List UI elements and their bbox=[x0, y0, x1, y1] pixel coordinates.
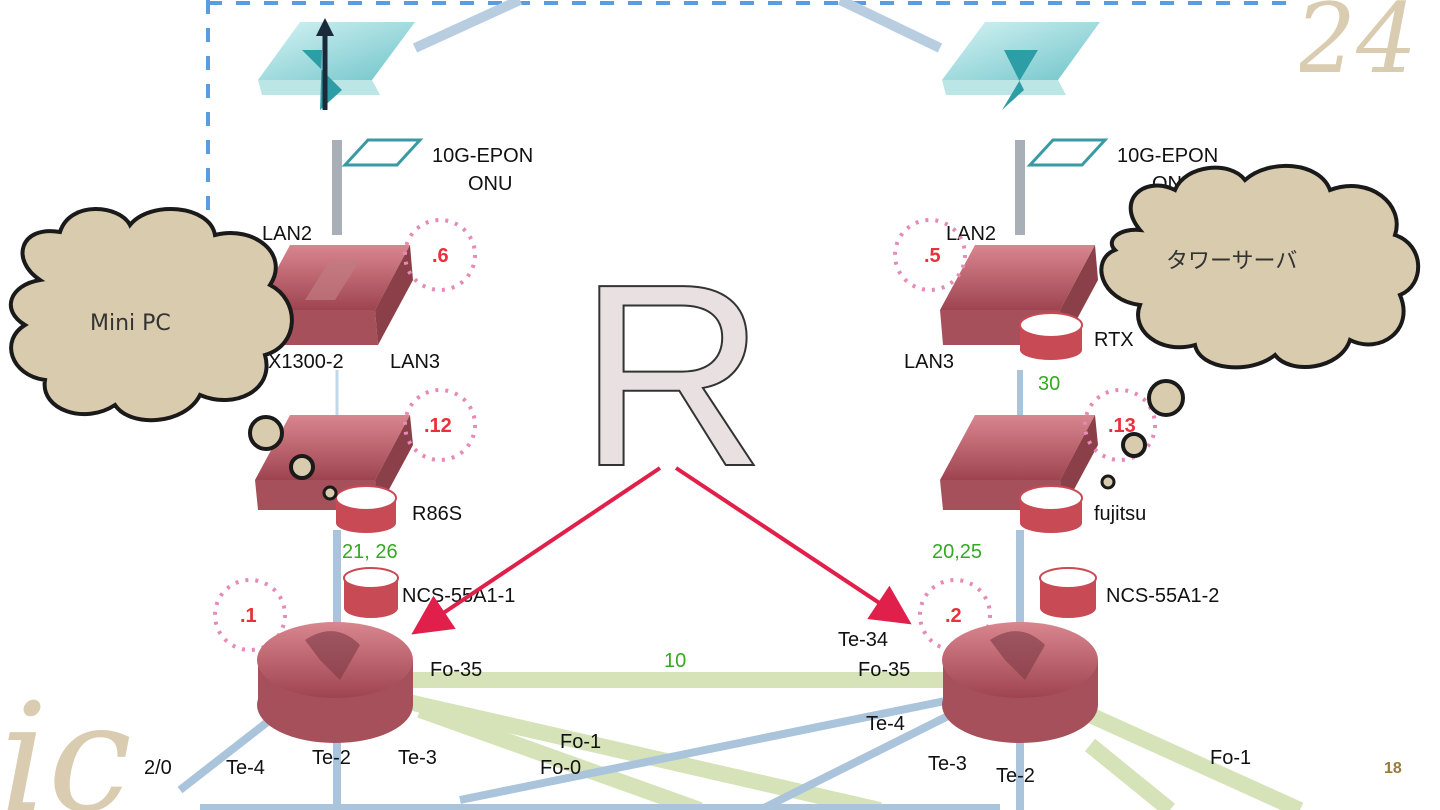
fujitsu-label: fujitsu bbox=[1094, 503, 1146, 525]
te3-right-label: Te-3 bbox=[928, 753, 967, 775]
left-lan2-label: LAN2 bbox=[262, 223, 312, 245]
onu-left-label-1: 10G-EPON bbox=[432, 145, 533, 167]
te4-left-label: Te-4 bbox=[226, 757, 265, 779]
te3-cross-link bbox=[758, 706, 962, 810]
fo1-right-link-2 bbox=[1084, 738, 1176, 810]
fo0-link bbox=[417, 702, 703, 810]
left-core-router bbox=[257, 622, 413, 743]
left-router1-ip-ring bbox=[403, 218, 477, 292]
fo35-right-label: Fo-35 bbox=[858, 659, 910, 681]
right-router2-ip: .13 bbox=[1108, 415, 1136, 437]
left-lan3-label: LAN3 bbox=[390, 351, 440, 373]
bottom-deco-text: ic bbox=[0, 672, 132, 810]
fo1-mid-label: Fo-1 bbox=[560, 731, 601, 753]
left-core-ip-ring bbox=[213, 578, 287, 652]
ncs-right-label: NCS-55A1-2 bbox=[1106, 585, 1219, 607]
te2-right-label: Te-2 bbox=[996, 765, 1035, 787]
right-vlan-top: 30 bbox=[1038, 373, 1060, 395]
corner-deco-text: 24 bbox=[1294, 0, 1417, 95]
te4-left-link bbox=[177, 716, 273, 794]
onu-right-label-1: 10G-EPON bbox=[1117, 145, 1218, 167]
te4-right-label: Te-4 bbox=[866, 713, 905, 735]
r86s-device bbox=[335, 485, 397, 533]
ncs-right-device bbox=[1039, 567, 1097, 618]
dashed-frame bbox=[206, 0, 1300, 230]
center-letter-r: R bbox=[578, 231, 766, 521]
mid-vlan-label: 10 bbox=[664, 650, 686, 672]
ncs-left-device bbox=[343, 567, 399, 618]
te3-left-label: Te-3 bbox=[398, 747, 437, 769]
rtx-device bbox=[1019, 312, 1083, 360]
red-arrow-left bbox=[411, 466, 662, 635]
fo0-mid-label: Fo-0 bbox=[540, 757, 581, 779]
te4-cross-link bbox=[459, 696, 951, 804]
top-link-left bbox=[412, 0, 523, 53]
left-router2-ip-ring bbox=[403, 388, 477, 462]
left-core-ip: .1 bbox=[240, 605, 257, 627]
red-arrow-right bbox=[674, 466, 912, 625]
left-router2-ip: .12 bbox=[424, 415, 452, 437]
right-router2-ip-ring bbox=[1083, 388, 1157, 462]
right-core-ip-ring bbox=[918, 578, 992, 652]
fo1-right-link bbox=[1086, 707, 1304, 810]
rtx-label: RTX bbox=[1094, 329, 1134, 351]
fo35-left-label: Fo-35 bbox=[430, 659, 482, 681]
onu-right bbox=[942, 22, 1109, 167]
page-number: 18 bbox=[1384, 760, 1402, 777]
tower-server-cloud-label: タワーサーバ bbox=[1166, 249, 1297, 274]
onu-left-label-2: ONU bbox=[468, 173, 512, 195]
right-vlan-label: 20,25 bbox=[932, 541, 982, 563]
port-20-label: 2/0 bbox=[144, 757, 172, 779]
right-lan3-label: LAN3 bbox=[904, 351, 954, 373]
fujitsu-device bbox=[1019, 485, 1083, 533]
right-core-router bbox=[942, 622, 1098, 743]
left-router1-name: X1300-2 bbox=[268, 351, 344, 373]
top-link-right bbox=[837, 0, 943, 53]
te2-left-label: Te-2 bbox=[312, 747, 351, 769]
mini-pc-cloud bbox=[8, 207, 338, 501]
up-arrow-head bbox=[316, 18, 334, 36]
right-lan2-label: LAN2 bbox=[946, 223, 996, 245]
right-router1-ip: .5 bbox=[924, 245, 941, 267]
right-router1-ip-ring bbox=[893, 218, 967, 292]
tower-server-cloud bbox=[1099, 163, 1421, 490]
mini-pc-cloud-label: Mini PC bbox=[90, 311, 171, 336]
fo1-right-label: Fo-1 bbox=[1210, 747, 1251, 769]
r86s-label: R86S bbox=[412, 503, 462, 525]
left-vlan-label: 21, 26 bbox=[342, 541, 398, 563]
left-router1-ip: .6 bbox=[432, 245, 449, 267]
onu-left bbox=[258, 22, 424, 167]
right-core-ip: .2 bbox=[945, 605, 962, 627]
right-te34-label: Te-34 bbox=[838, 629, 888, 651]
